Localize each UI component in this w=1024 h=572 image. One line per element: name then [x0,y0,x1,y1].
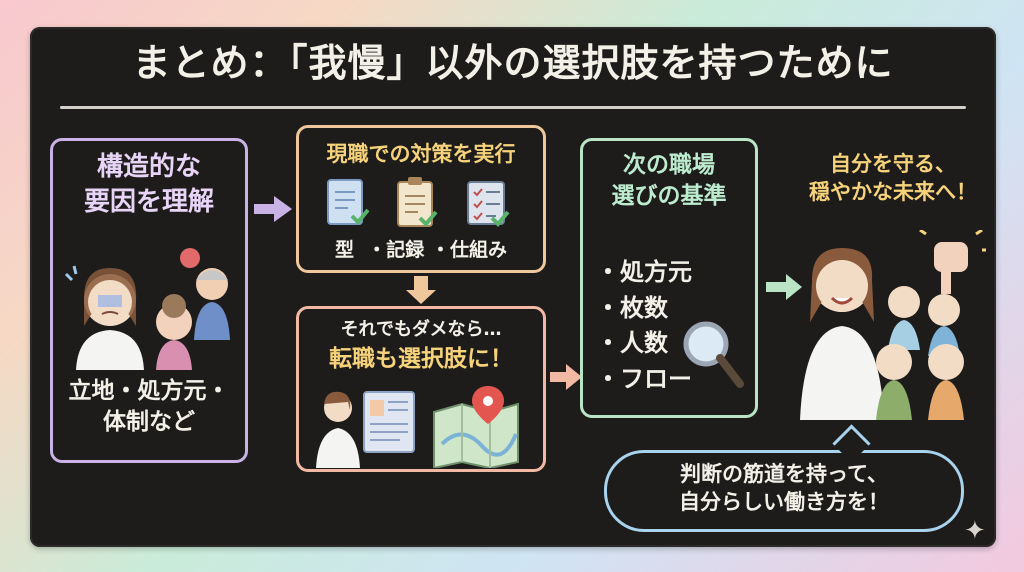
section1-footer: 立地・処方元・ 体制など [50,376,248,438]
action-icons [327,177,510,227]
arrow-down [406,276,436,304]
section1-title: 構造的な 要因を理解 [50,150,248,220]
section-understand-factors [50,138,248,463]
section1-footer-line2: 体制など [103,409,195,436]
clipboard-check-icon [397,177,438,227]
section-next-job-criteria [580,138,758,418]
job-change-illustration [316,386,519,468]
criteria-list: ・処方元 ・枚数 ・人数 ・フロー [596,255,692,397]
section1-footer-line1: 立地・処方元・ [68,378,230,404]
section2-title: 現職での対策を実行 [326,142,516,166]
magnifier-icon [683,321,744,388]
section4-title-line1: 次の職場 [623,152,715,178]
bubble-message: 判断の筋道を持って、 自分らしい働き方を！ [604,460,964,517]
item-kiroku: ・記録 [367,239,425,261]
raised-fist-icon [919,230,986,294]
item-kata: 型 [335,239,355,261]
document-check-icon [327,179,370,225]
section4-title: 次の職場 選びの基準 [580,150,758,212]
section3-title-line2: 転職も選択肢に！ [329,346,513,372]
happy-pharmacist-illustration [800,230,986,420]
section3-title-line1: それでもダメなら… [340,319,502,340]
criteria-item: ・フロー [596,364,692,393]
section4-title-line2: 選びの基準 [611,183,727,210]
bubble-line2: 自分らしい働き方を！ [679,490,889,515]
speech-bubble [604,450,964,532]
map-pin-icon [472,386,504,424]
goal-message: 自分を守る、 穏やかな未来へ！ [790,150,996,207]
map-icon [433,402,519,468]
sparkle-icon: ✦ [964,516,986,546]
goal-line2: 穏やかな未来へ！ [809,180,977,205]
criteria-item: ・人数 [596,329,668,358]
item-shikumi: ・仕組み [430,239,507,261]
anger-icon [180,248,200,268]
goal-line1: 自分を守る、 [830,152,956,176]
arrow-right-1 [254,196,292,222]
arrow-right-3 [766,274,802,300]
section1-title-line1: 構造的な [96,152,201,182]
stressed-pharmacist-illustration [64,248,230,370]
bubble-line1: 判断の筋道を持って、 [680,462,888,486]
arrow-right-2 [550,364,582,390]
criteria-item: ・枚数 [596,293,668,322]
criteria-item: ・処方元 [596,258,692,286]
title-divider [60,106,966,109]
checklist-icon [467,181,510,227]
section-current-job-actions [296,125,546,273]
section1-title-line2: 要因を理解 [83,187,214,218]
section2-items: 型 ・記録 ・仕組み [296,238,546,264]
resume-icon [363,391,415,453]
page-title: まとめ：「我慢」以外の選択肢を持つために [132,41,894,85]
section-job-change-option [296,306,546,472]
